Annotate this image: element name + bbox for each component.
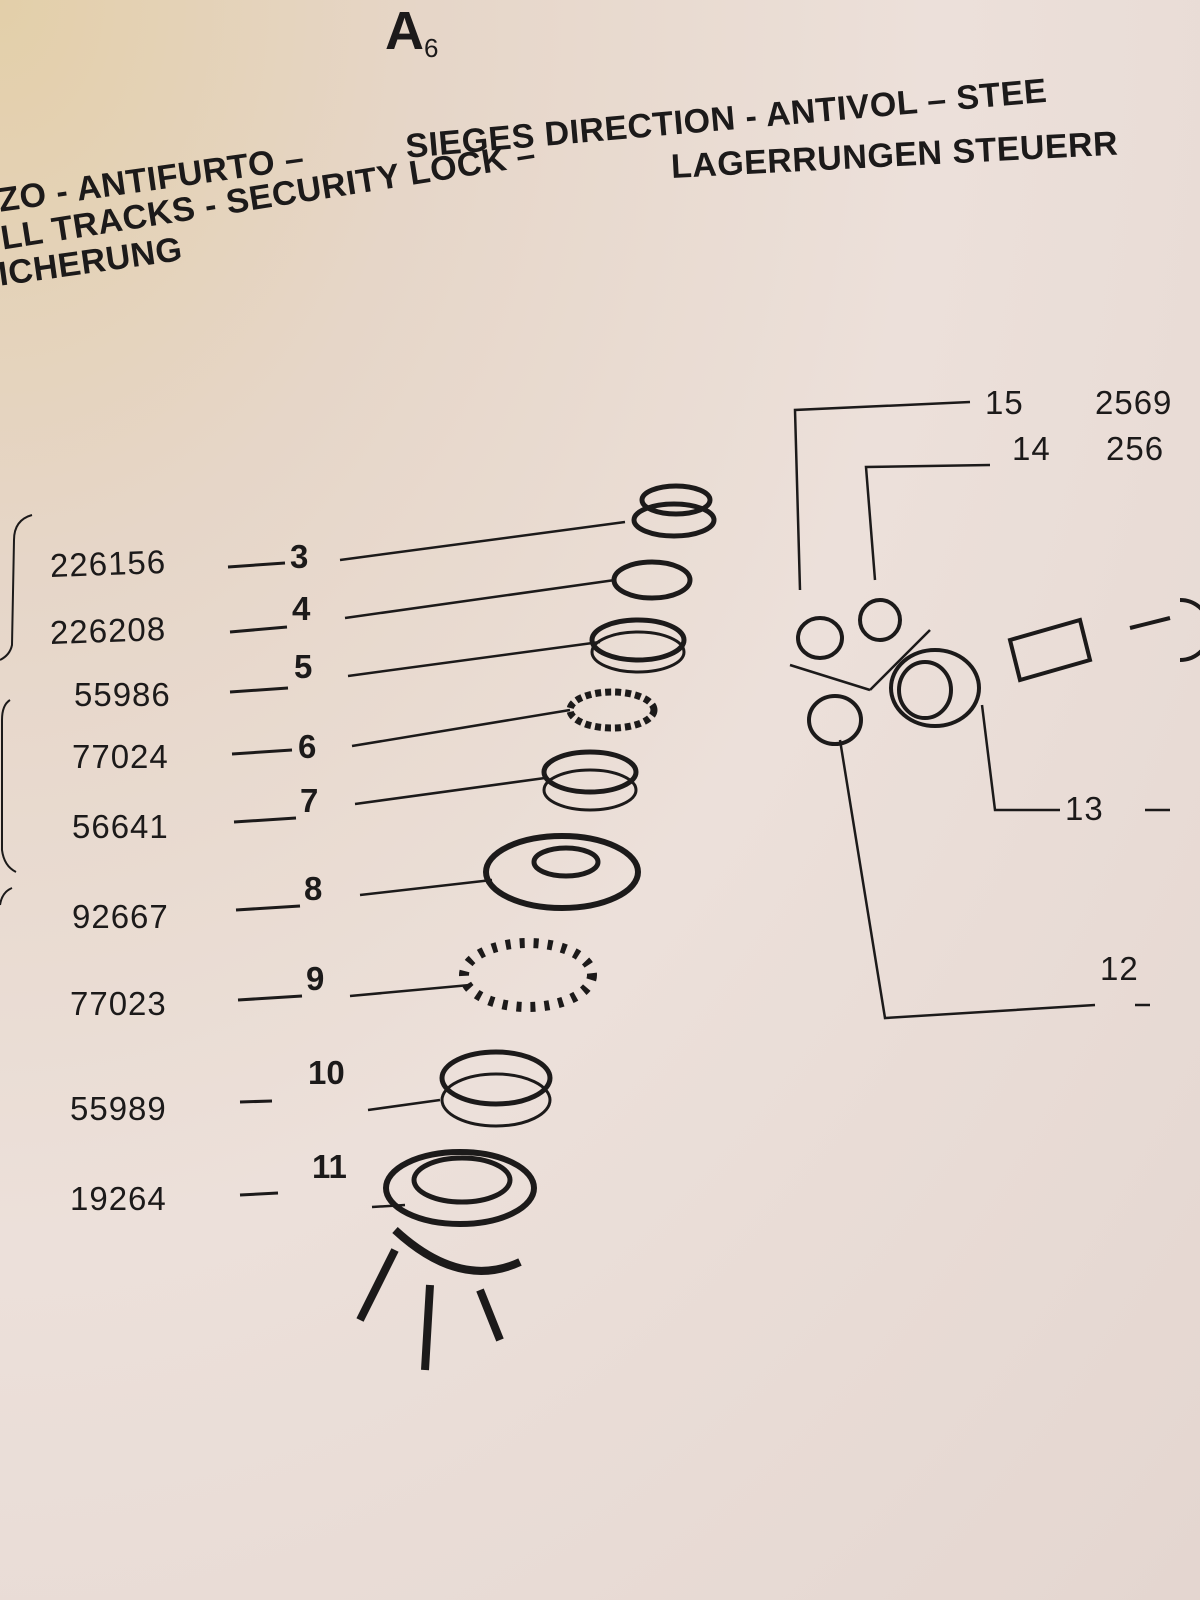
ref-number: 8 [304,870,323,907]
bearing-parts [356,483,717,1371]
part-number: 77024 [72,738,169,775]
lock-parts [796,598,1200,746]
part-number: 55989 [70,1090,167,1127]
section-code: A6 [385,1,439,63]
part-number: 92667 [72,898,169,935]
ref-number: 6 [298,728,317,765]
ref-number: 3 [290,538,309,575]
ref-number: 12 [1100,950,1139,987]
part-number: 56641 [72,808,169,845]
part-number: 55986 [74,676,171,713]
bracket [0,887,13,906]
ref-number: 5 [294,648,313,685]
ref-number: 10 [308,1054,345,1091]
ref-number: 14 [1012,430,1051,467]
bracket [1,699,17,873]
ref-number: 15 [985,384,1024,421]
part-number: 2569 [1095,384,1173,421]
bracket [0,514,33,661]
part-number: 19264 [70,1180,167,1217]
part-number: 256 [1106,430,1165,467]
ref-number: 13 [1065,790,1104,827]
part-number: 77023 [70,985,167,1022]
ref-number: 4 [292,590,311,627]
ref-number: 11 [312,1148,347,1185]
ref-number: 7 [300,782,319,819]
ref-number: 9 [306,960,325,997]
